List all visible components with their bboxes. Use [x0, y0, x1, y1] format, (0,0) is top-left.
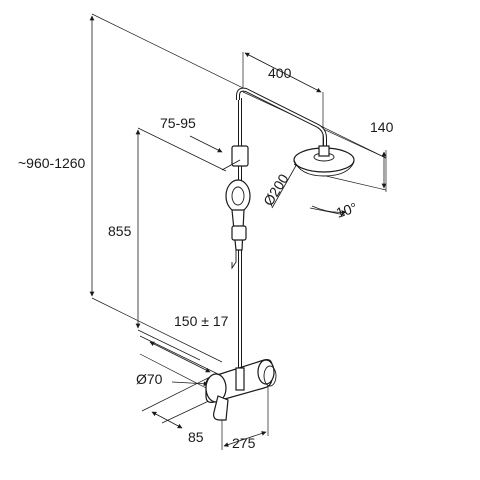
- shower-arm: [236, 87, 327, 148]
- hand-shower-offset-label: 75-95: [160, 115, 196, 131]
- head-drop-label: 140: [370, 119, 394, 135]
- inlet-spacing-label: 150 ± 17: [174, 313, 229, 329]
- lever-depth-dim-line: [151, 411, 183, 429]
- thermostatic-mixer: [205, 359, 275, 403]
- lever-depth-label: 85: [188, 429, 204, 445]
- head-diameter-label: Ø200: [260, 171, 292, 209]
- wall-escutcheon: [263, 365, 277, 387]
- escutcheon-diameter-label: Ø70: [136, 371, 163, 387]
- head-diameter-dim-line: [271, 161, 299, 209]
- wall-projection-dim-line: [223, 431, 267, 447]
- mixer-lever: [213, 395, 229, 421]
- mixer-height-label: 855: [108, 223, 132, 239]
- wall-projection-label: 275: [232, 435, 256, 451]
- arm-length-label: 400: [268, 65, 292, 81]
- hand-shower-dim-line: [189, 135, 223, 153]
- overall-height-label: ~960-1260: [18, 155, 86, 171]
- dimension-lines: [89, 15, 387, 447]
- rail-bracket-top: [221, 145, 249, 171]
- overhead-shower-head: [293, 145, 355, 177]
- arm-length-dim-line: [244, 52, 322, 93]
- escutcheon-dim-line: [171, 381, 209, 387]
- head-angle-arc: [311, 205, 347, 215]
- inlet-spacing-dim-line: [149, 341, 211, 373]
- head-angle-label: 10°: [334, 199, 359, 221]
- hose: [231, 250, 237, 270]
- hand-shower-holder: [231, 225, 247, 241]
